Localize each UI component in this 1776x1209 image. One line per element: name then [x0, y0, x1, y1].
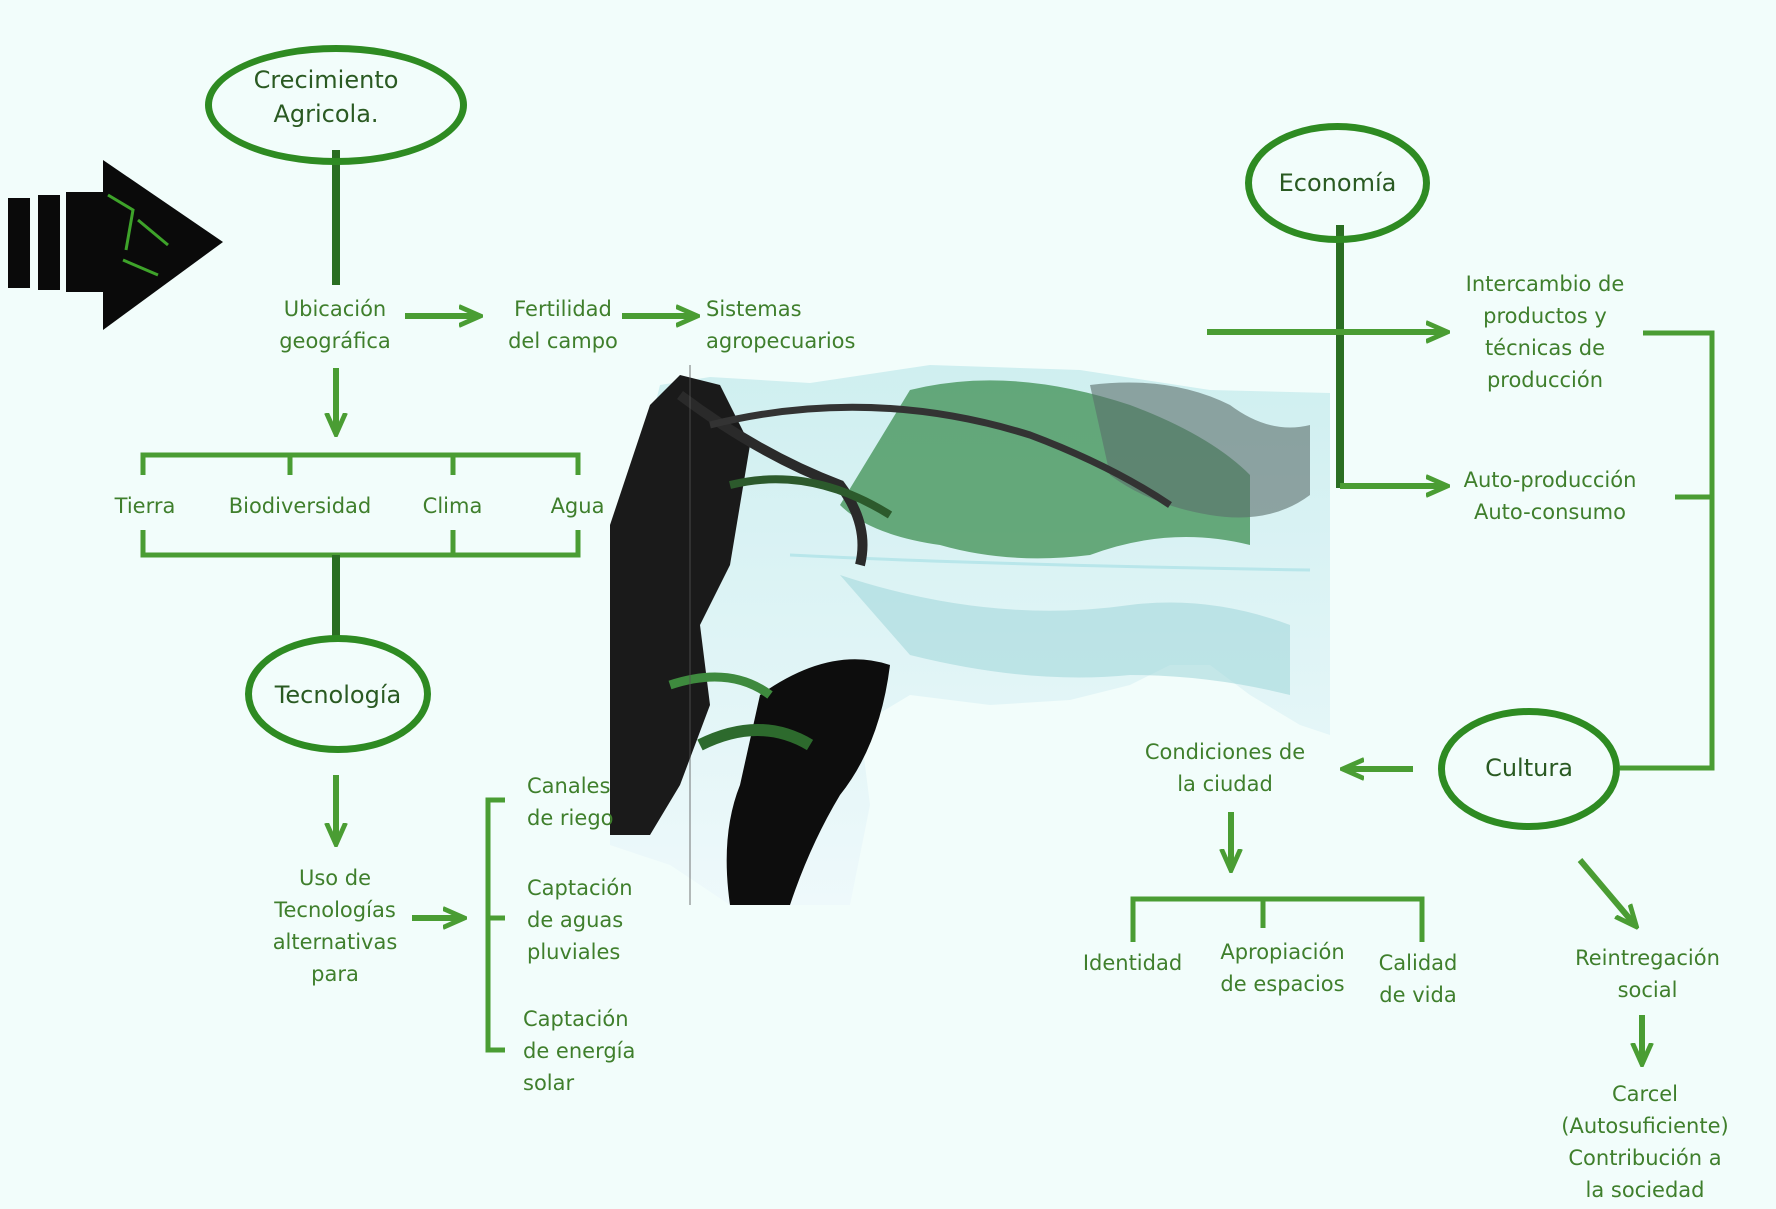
- identidad-label: Identidad: [1082, 951, 1183, 975]
- clima-label: Clima: [422, 494, 483, 518]
- ubicacion-label: Ubicación geográfica: [279, 297, 391, 353]
- apropiacion-label: Apropiación de espacios: [1220, 940, 1345, 996]
- captacion-energia-label: Captación de energía solar: [523, 1007, 636, 1095]
- tecnologia-node: Tecnología: [274, 681, 402, 709]
- captacion-aguas-label: Captación de aguas pluviales: [527, 876, 633, 964]
- cultura-node: Cultura: [1485, 754, 1573, 782]
- condiciones-label: Condiciones de la ciudad: [1144, 740, 1306, 796]
- economia-node: Economía: [1278, 169, 1397, 197]
- fertilidad-label: Fertilidad del campo: [508, 297, 618, 353]
- reintregacion-label: Reintregación social: [1575, 946, 1720, 1002]
- tecnologia-ellipse: [245, 635, 431, 753]
- sistemas-label: Sistemas agropecuarios: [706, 297, 856, 353]
- tierra-label: Tierra: [114, 494, 176, 518]
- economia-ellipse: [1245, 123, 1430, 243]
- intercambio-label: Intercambio de productos y técnicas de p…: [1465, 272, 1625, 392]
- carcel-label: Carcel (Autosuficiente) Contribución a l…: [1561, 1082, 1729, 1202]
- cultura-ellipse: [1438, 708, 1620, 830]
- biodiversidad-label: Biodiversidad: [228, 494, 372, 518]
- autoproduccion-label: Auto-producción Auto-consumo: [1463, 468, 1637, 524]
- crecimiento-node: Crecimiento Agricola.: [253, 66, 399, 128]
- uso-label: Uso de Tecnologías alternativas para: [272, 866, 398, 986]
- mangrove-photo: [610, 365, 1330, 905]
- black-arrow-icon: [8, 160, 223, 330]
- calidad-label: Calidad de vida: [1378, 951, 1458, 1007]
- canales-label: Canales de riego: [527, 774, 614, 830]
- agua-label: Agua: [550, 494, 605, 518]
- crecimiento-ellipse: [205, 45, 467, 165]
